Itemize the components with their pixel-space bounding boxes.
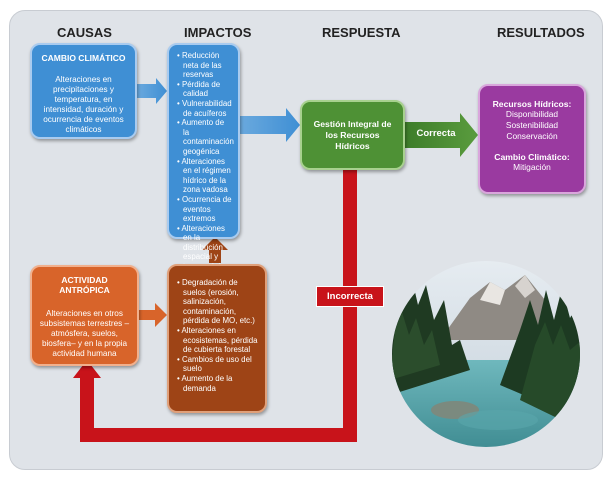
incorrecta-arrowhead [73, 360, 101, 378]
lake-landscape-photo [392, 261, 580, 447]
actividad-antropica-title: ACTIVIDAD ANTRÓPICA [59, 275, 110, 295]
header-respuesta: RESPUESTA [322, 25, 401, 40]
impactos-antropica-list: Degradación de suelos (erosión, saliniza… [169, 278, 265, 393]
impact-item: Alteraciones en el régimen hídrico de la… [177, 157, 232, 195]
impact-item: Degradación de suelos (erosión, saliniza… [177, 278, 259, 326]
header-resultados: RESULTADOS [497, 25, 585, 40]
recursos-hidricos-item: Conservación [506, 131, 558, 141]
arrow-clima-to-impactos [137, 78, 167, 104]
impact-item: Reducción neta de las reservas [177, 51, 232, 80]
recursos-hidricos-item: Disponibilidad [505, 109, 559, 119]
header-impactos: IMPACTOS [184, 25, 252, 40]
header-causas: CAUSAS [57, 25, 112, 40]
impactos-clima-list: Reducción neta de las reservasPérdida de… [169, 51, 238, 281]
arrow-impactos-to-gestion [240, 108, 300, 142]
correcta-arrow [405, 113, 478, 157]
recursos-hidricos-item: Sostenibilidad [505, 120, 559, 130]
cambio-climatico-box: CAMBIO CLIMÁTICO Alteraciones en precipi… [30, 43, 137, 139]
incorrecta-line-left [80, 376, 94, 442]
mitigacion-item: Mitigación [513, 162, 551, 172]
impact-item: Aumento de la demanda [177, 374, 259, 393]
impact-item: Aumento de la contaminación geogénica [177, 118, 234, 156]
correcta-label: Correcta [416, 128, 456, 139]
impactos-antropica-box: Degradación de suelos (erosión, saliniza… [167, 264, 267, 413]
actividad-antropica-box: ACTIVIDAD ANTRÓPICA Alteraciones en otro… [30, 265, 139, 366]
impact-item: Cambios de uso del suelo [177, 355, 259, 374]
impact-item: Alteraciones en ecosistemas, pérdida de … [177, 326, 259, 355]
impact-item: Vulnerabilidad de acuíferos [177, 99, 232, 118]
incorrecta-label: Incorrecta [316, 286, 384, 307]
actividad-antropica-body: Alteraciones en otros subsistemas terres… [39, 309, 130, 358]
incorrecta-line-bottom [80, 428, 357, 442]
cambio-climatico-title: CAMBIO CLIMÁTICO [41, 53, 126, 63]
recursos-hidricos-title: Recursos Hídricos: [492, 99, 572, 109]
impact-item: Pérdida de calidad [177, 80, 232, 99]
gestion-integral-label: Gestión Integral de los Recursos Hídrico… [313, 118, 392, 151]
cambio-climatico-body: Alteraciones en precipitaciones y temper… [43, 75, 124, 134]
impactos-clima-box: Reducción neta de las reservasPérdida de… [167, 43, 240, 281]
gestion-integral-box: Gestión Integral de los Recursos Hídrico… [300, 100, 405, 170]
arrow-antropica-to-impactos [139, 303, 167, 327]
cambio-climatico-result-title: Cambio Climático: [494, 152, 570, 162]
impact-item: Ocurrencia de eventos extremos [177, 195, 232, 224]
